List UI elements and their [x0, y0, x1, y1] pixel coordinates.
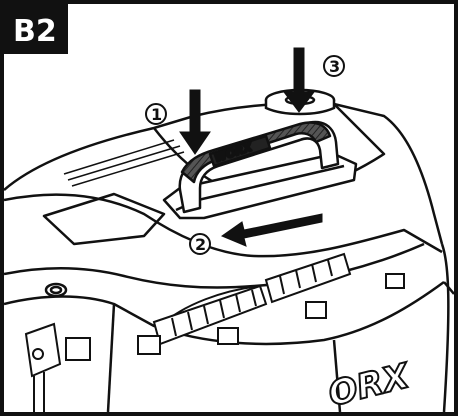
figure-label: B2 [13, 14, 57, 49]
carry-handle: WORX [162, 120, 358, 220]
arrow-step-2 [220, 213, 323, 247]
mower-illustration: B2 [4, 4, 454, 412]
step-badge-2: 2 [189, 233, 211, 255]
arrow-step-1 [179, 89, 211, 155]
step-number-1: 1 [151, 105, 162, 124]
vent-slots-right [264, 252, 352, 304]
clips [65, 273, 405, 361]
figure-label-box: B2 [4, 4, 68, 54]
step-badge-1: 1 [145, 103, 167, 125]
step-number-2: 2 [195, 235, 206, 254]
vent-slots-left [152, 284, 268, 346]
step-number-3: 3 [329, 57, 340, 76]
arrow-step-3 [283, 47, 315, 113]
hinge-mechanism [24, 322, 62, 412]
body-logo: ORX [325, 356, 415, 412]
step-badge-3: 3 [323, 55, 345, 77]
